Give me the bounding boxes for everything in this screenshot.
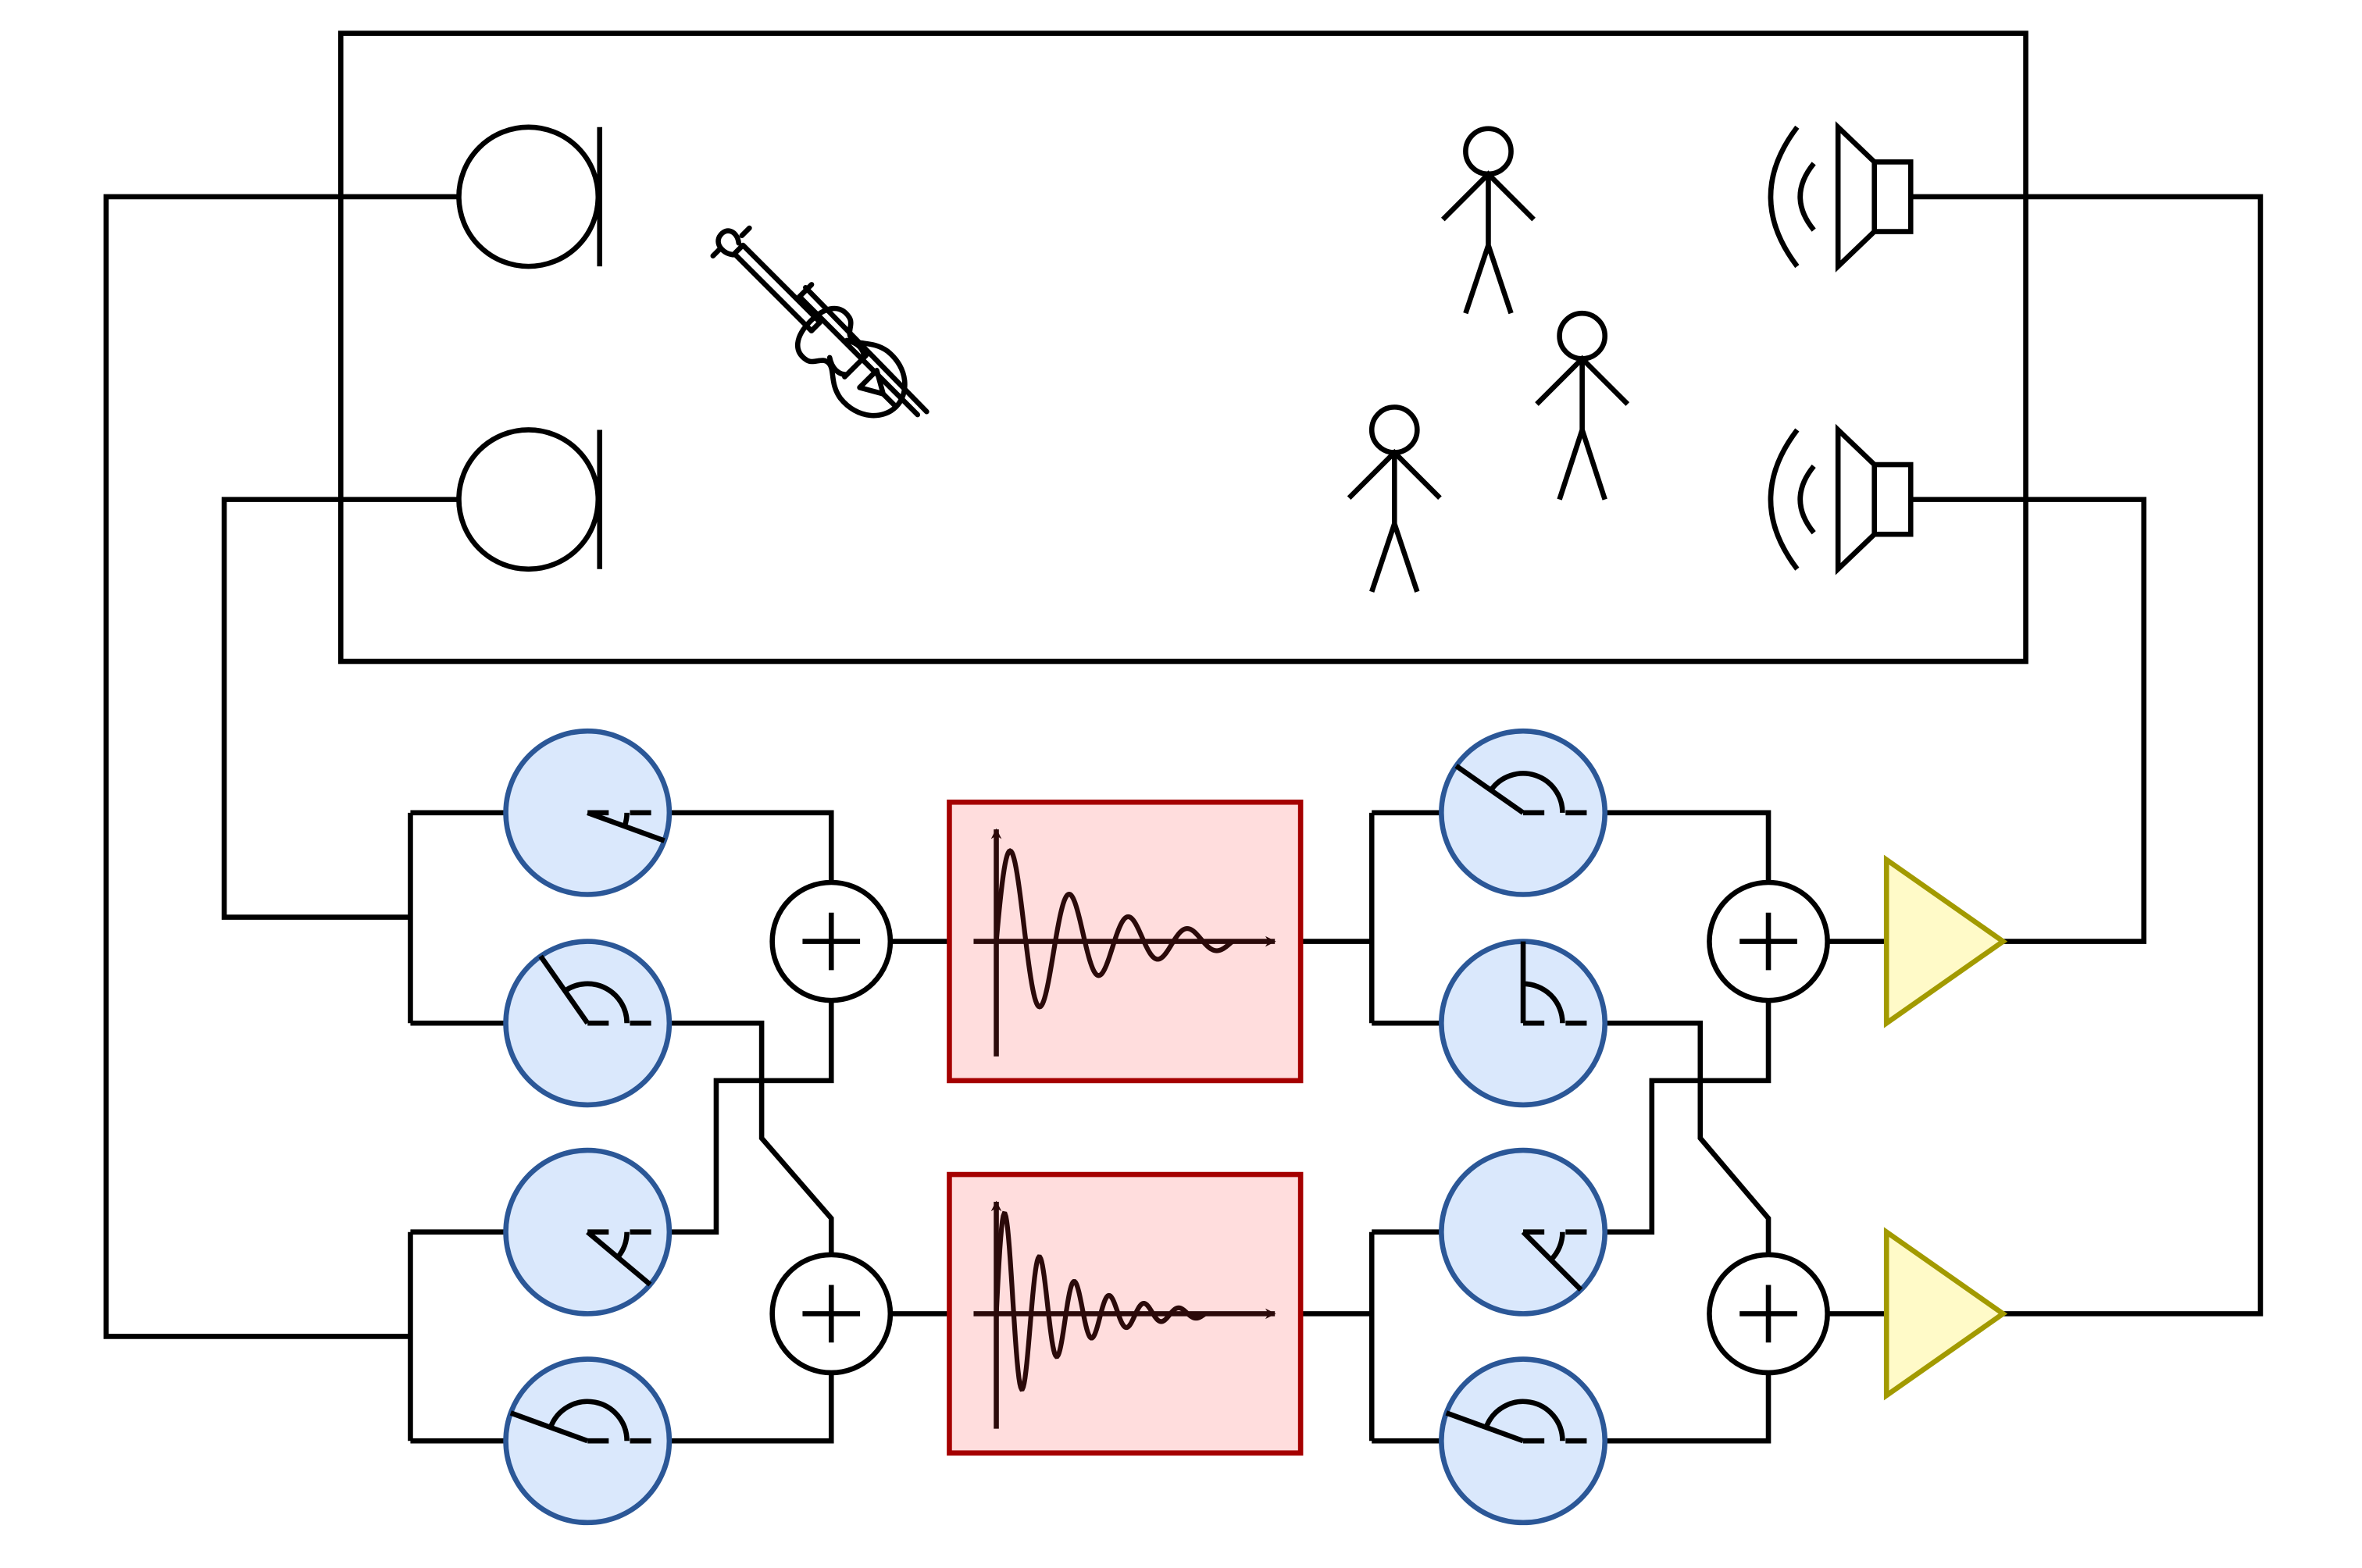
wires xyxy=(103,194,2264,1444)
impulse-response-wave xyxy=(994,1210,1207,1392)
summing-node xyxy=(769,1252,894,1376)
phase-shifters xyxy=(503,728,1607,1526)
wire-amp2-speaker1 xyxy=(1911,194,2264,1317)
phase-shifter xyxy=(1439,939,1607,1108)
wire-rp2-sum4 xyxy=(1606,1020,1772,1256)
wire-rp3-sum3 xyxy=(1606,1000,1772,1235)
violin-bow-icon xyxy=(797,282,929,418)
wire-mic1 xyxy=(103,194,458,1339)
microphone-icon xyxy=(456,427,603,572)
wire-mic2 xyxy=(221,497,458,920)
reverb-filter-1 xyxy=(947,799,1304,1084)
room-box xyxy=(337,30,2028,665)
wire-lp1-sum1 xyxy=(670,810,834,882)
summing-node xyxy=(1707,1252,1830,1376)
wire-lp2-sum2 xyxy=(670,1020,834,1256)
impulse-response-wave xyxy=(994,848,1234,1010)
violin-icon xyxy=(710,225,908,419)
amplifier-icon xyxy=(1883,854,2008,1028)
phase-shifter xyxy=(1439,1356,1607,1526)
person-icon xyxy=(1347,404,1442,593)
wire-amp1-speaker2 xyxy=(1911,497,2147,944)
person-icon xyxy=(1535,310,1630,501)
summing-node xyxy=(769,879,894,1003)
phase-shifter xyxy=(503,1356,673,1526)
wire-rp1-sum3 xyxy=(1606,810,1772,882)
microphone-icon xyxy=(456,124,603,269)
phase-shifter xyxy=(1439,728,1607,897)
person-icon xyxy=(1440,126,1536,315)
loudspeaker-icon xyxy=(1768,423,1914,576)
reverb-filter-2 xyxy=(947,1171,1304,1456)
wire-lp4-sum2 xyxy=(670,1371,834,1444)
wire-rp4-sum4 xyxy=(1606,1371,1772,1444)
phase-shifter xyxy=(503,728,673,897)
summing-node xyxy=(1707,879,1830,1003)
phase-shifter xyxy=(1439,1147,1607,1317)
loudspeaker-icon xyxy=(1768,121,1914,273)
phase-shifter xyxy=(503,1147,673,1317)
phase-shifter xyxy=(503,939,673,1108)
wire-lp3-sum1 xyxy=(670,1000,834,1235)
amplifier-icon xyxy=(1883,1227,2008,1401)
